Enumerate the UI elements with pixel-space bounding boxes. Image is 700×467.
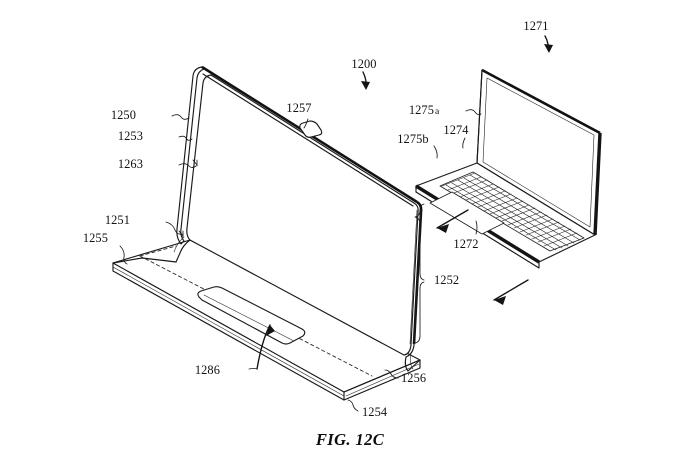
laptop-display-right-edge [593,132,602,236]
leader-1257 [303,118,309,129]
front-fold-1251 [175,239,191,263]
ref-label-1275a-suffix: a [435,106,440,117]
figure-caption: FIG. 12C [315,430,385,449]
motion-arrow-1-shaft [436,209,469,229]
leader-1274 [462,137,466,149]
leader-1200-arrowhead [361,81,370,90]
base-front-thickness-inner [112,266,345,397]
base-front-left-corner-1255 [112,257,177,264]
ref-label-1253: 1253 [118,129,143,143]
leader-1286 [248,368,258,370]
motion-arrow-2-head [494,296,506,305]
ref-label-1252: 1252 [434,273,459,287]
leader-1253 [178,135,193,141]
leader-1263-tick [192,159,198,167]
display-right-edge-1252 [405,208,422,358]
front-fold-inner [173,236,185,253]
rear-fold-1256 [404,356,421,372]
ref-label-1200: 1200 [351,57,376,71]
leader-1275a [465,109,482,116]
brace-1254 [347,399,359,412]
brace-1252-lower [414,281,425,344]
base-hidden-edge-left [139,245,177,257]
display-front-face [186,74,419,356]
ref-label-1272: 1272 [453,237,478,251]
brace-1252 [414,203,425,281]
ref-label-1275b: 1275b [397,132,428,146]
leader-1286-curve [256,324,271,370]
laptop-trackpad-1272 [429,191,505,235]
leader-1286-arrowhead [266,325,275,336]
ref-label-1271: 1271 [523,19,548,33]
reference-numerals: 1250 1253 1263 1257 1251 1255 1286 1252 … [83,19,549,419]
leader-1250 [171,114,190,120]
transformation-arrows [436,209,529,305]
leader-1251 [165,221,183,235]
laptop-computer-1271 [415,68,602,269]
leader-1275b [433,145,438,159]
motion-arrow-1-head [437,224,449,233]
ref-label-1255: 1255 [83,231,108,245]
keyboard-key-grid [441,172,581,251]
display-top-bezel-inner [202,73,414,207]
laptop-base-right-edge [538,234,596,263]
leader-lines [119,35,553,412]
leader-1255 [119,245,128,265]
ref-label-1251: 1251 [105,213,130,227]
motion-arrow-2-shaft [493,279,529,301]
laptop-display-top-edge [481,68,601,135]
ref-label-1286: 1286 [195,363,220,377]
laptop-display-screen-inner [482,77,595,228]
laptop-display-left-bezel [476,69,483,164]
ref-label-1250: 1250 [111,108,136,122]
display-right-edge-inner [409,209,418,345]
leader-1272 [475,220,478,235]
base-slot-recess-1286 [197,286,306,345]
base-slot-inner-line [203,294,295,342]
ref-label-1275a: 1275 [409,103,434,117]
ref-label-1257: 1257 [286,101,311,115]
ref-label-1275a-group: 1275 a [409,103,440,117]
brace-1256 [384,369,399,379]
ref-label-1274: 1274 [443,123,468,137]
leader-1263 [178,163,197,168]
rear-fold-inner [410,352,414,370]
leader-1271-arrowhead [544,44,553,53]
ref-label-1256: 1256 [401,371,426,385]
foldable-display-device [112,65,423,401]
ref-label-1254: 1254 [362,405,387,419]
leader-1251-tick [178,230,184,238]
ref-label-1263: 1263 [118,157,143,171]
base-rear-edge-1254 [343,359,421,401]
